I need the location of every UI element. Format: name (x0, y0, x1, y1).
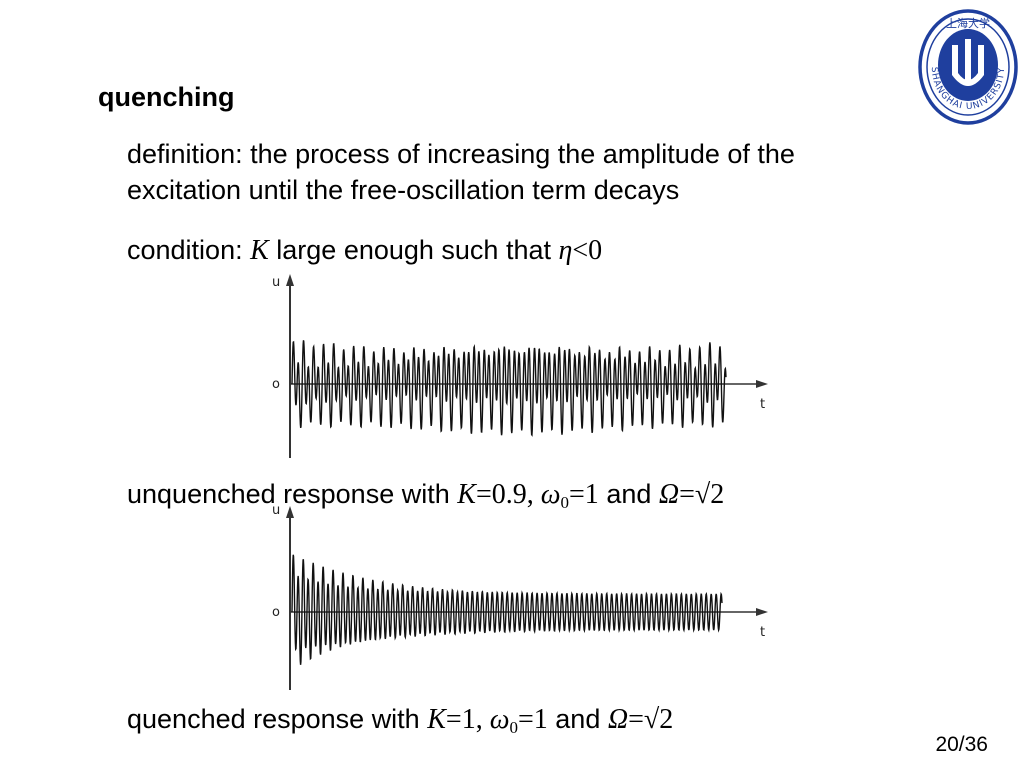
y-axis-label: u (272, 503, 280, 518)
quenched-response-plot: u t o (272, 503, 768, 690)
condition-line: condition: K large enough such that η<0 (127, 232, 602, 269)
condition-eta: η (558, 235, 573, 266)
condition-prefix: condition: (127, 235, 251, 265)
definition-line-2: excitation until the free-oscillation te… (127, 175, 680, 205)
definition-line-1: definition: the process of increasing th… (127, 139, 795, 169)
shanghai-university-logo: 上海大学 SHANGHAI UNIVERSITY (918, 9, 1018, 125)
unquenched-response-plot: u t o (272, 274, 768, 458)
condition-var-k: K (250, 235, 269, 266)
quenched-caption: quenched response with K=1, ω0=1 and Ω=√… (127, 704, 674, 737)
response-trace (291, 340, 727, 437)
x-axis-label: t (760, 397, 765, 412)
definition-text: definition: the process of increasing th… (127, 136, 795, 208)
logo-top-text: 上海大学 (946, 16, 990, 30)
unquenched-caption: unquenched response with K=0.9, ω0=1 and… (127, 479, 725, 512)
y-axis-arrow (286, 274, 294, 286)
page-number: 20/36 (935, 733, 988, 756)
origin-label: o (272, 377, 280, 392)
x-axis-arrow (756, 380, 768, 388)
x-axis-label: t (760, 625, 765, 640)
slide-title: quenching (98, 82, 235, 112)
x-axis-arrow (756, 608, 768, 616)
origin-label: o (272, 605, 280, 620)
condition-relation: <0 (572, 235, 603, 266)
response-trace (291, 554, 723, 665)
y-axis-arrow (286, 506, 294, 518)
y-axis-label: u (272, 275, 280, 290)
condition-mid: large enough such that (268, 235, 559, 265)
